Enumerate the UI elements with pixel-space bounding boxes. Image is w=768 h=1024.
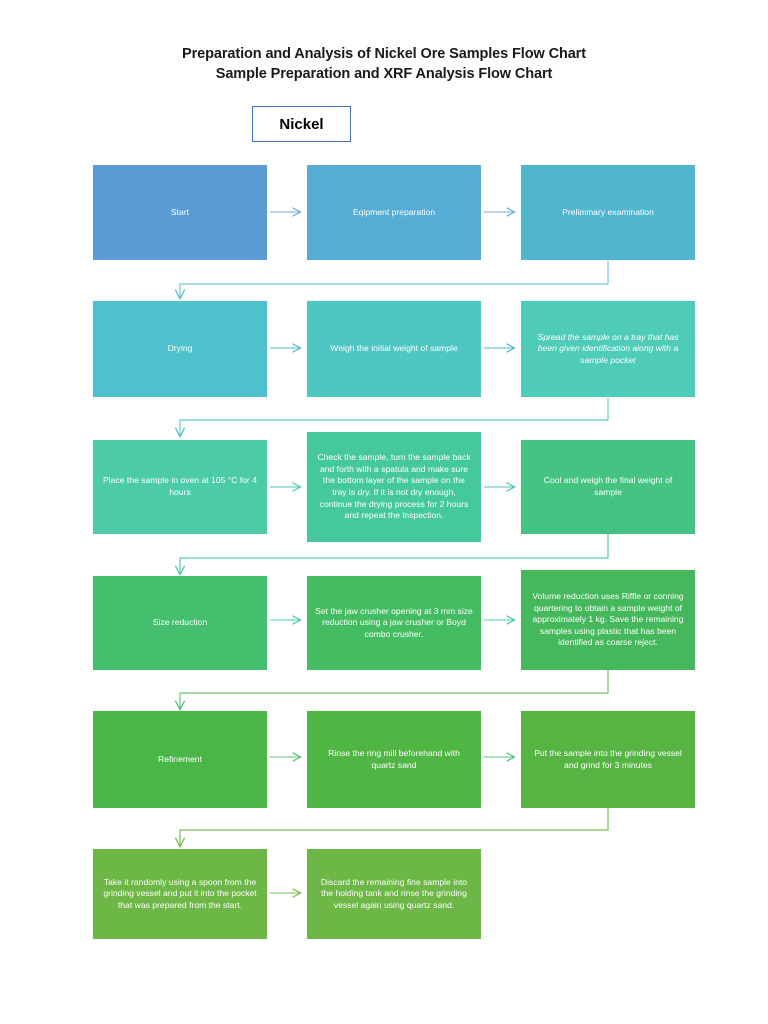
node-rinse-ring-mill[interactable]: Rinse the ring mill beforehand with quar…: [307, 711, 481, 808]
node-label: Preliminary examination: [562, 206, 654, 217]
arrow-row5-to-row6: [180, 808, 609, 846]
node-label: Put the sample into the grinding vessel …: [534, 747, 682, 770]
node-refinement[interactable]: Refinement: [93, 711, 267, 808]
node-label: Check the sample, turn the sample back a…: [317, 452, 471, 521]
node-nickel-label: Nickel: [279, 115, 324, 133]
node-volume-reduction[interactable]: Volume reduction uses Riffle or conning …: [521, 570, 695, 670]
node-cool-and-weigh-final-weight[interactable]: Cool and weigh the final weight of sampl…: [521, 440, 695, 534]
node-preliminary-examination[interactable]: Preliminary examination: [521, 165, 695, 260]
node-jaw-crusher-setting[interactable]: Set the jaw crusher opening at 3 mm size…: [307, 576, 481, 670]
node-size-reduction[interactable]: Size reduction: [93, 576, 267, 670]
node-drying[interactable]: Drying: [93, 301, 267, 397]
title-line-2: Sample Preparation and XRF Analysis Flow…: [215, 66, 553, 82]
node-check-the-sample[interactable]: Check the sample, turn the sample back a…: [307, 432, 481, 542]
node-label: Rinse the ring mill beforehand with quar…: [328, 747, 460, 770]
node-take-sample-with-spoon[interactable]: Take it randomly using a spoon from the …: [93, 849, 267, 939]
node-label: Drying: [167, 343, 193, 354]
node-label: Volume reduction uses Riffle or conning …: [532, 591, 684, 648]
node-start[interactable]: Start: [93, 165, 267, 260]
arrow-row2-to-row3: [180, 398, 609, 436]
arrow-row1-to-row2: [180, 261, 609, 298]
page-title: Preparation and Analysis of Nickel Ore S…: [0, 44, 768, 84]
node-place-sample-in-oven[interactable]: Place the sample in oven at 105 °C for 4…: [93, 440, 267, 534]
node-label: Refinement: [158, 753, 202, 764]
node-label: Size reduction: [152, 617, 208, 628]
node-weigh-initial-weight[interactable]: Weigh the initial weight of sample: [307, 301, 481, 397]
title-line-1: Preparation and Analysis of Nickel Ore S…: [182, 46, 586, 62]
node-label: Discard the remaining fine sample into t…: [320, 876, 468, 910]
node-spread-sample-on-tray[interactable]: Spread the sample on a tray that has bee…: [521, 301, 695, 397]
node-label: Cool and weigh the final weight of sampl…: [543, 475, 673, 497]
arrow-row4-to-row5: [180, 670, 609, 709]
node-label: Place the sample in oven at 105 °C for 4…: [103, 475, 257, 497]
node-discard-fine-sample[interactable]: Discard the remaining fine sample into t…: [307, 849, 481, 939]
node-label: Weigh the initial weight of sample: [330, 343, 458, 354]
node-label: Start: [170, 206, 190, 217]
node-equipment-preparation[interactable]: Eqipment preparation: [307, 165, 481, 260]
node-grind-sample[interactable]: Put the sample into the grinding vessel …: [521, 711, 695, 808]
node-nickel-start[interactable]: Nickel: [252, 106, 351, 142]
node-label: Eqipment preparation: [352, 206, 436, 217]
node-label: Set the jaw crusher opening at 3 mm size…: [315, 605, 473, 639]
node-label: Spread the sample on a tray that has bee…: [537, 331, 679, 365]
node-label: Take it randomly using a spoon from the …: [103, 876, 257, 910]
